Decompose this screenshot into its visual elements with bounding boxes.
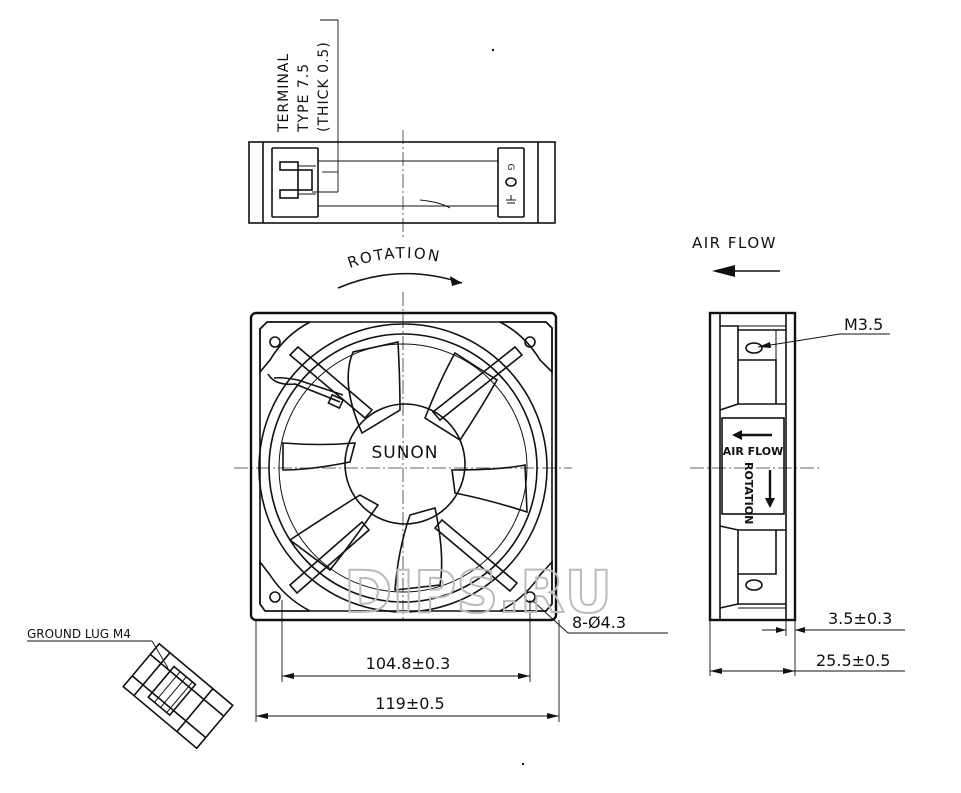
fan-blades (282, 341, 528, 591)
terminal-mark-label: G (505, 164, 515, 171)
side-label-plate: AIR FLOW ROTATION (723, 430, 784, 524)
flange-thickness-dimension: 3.5±0.3 (828, 609, 892, 628)
fan-hub (344, 403, 466, 525)
mounting-holes-dimension: 8-Ø4.3 (572, 613, 626, 632)
fan-depth-dimension: 25.5±0.5 (816, 651, 890, 670)
hole-pitch-dimension: 104.8±0.3 (366, 654, 451, 673)
rotation-label-path: ROTATION (345, 244, 441, 272)
rotation-indicator: ROTATION (337, 244, 463, 289)
side-mounting-hole (745, 342, 763, 354)
frame-struts (288, 345, 524, 595)
side-dimensions: 3.5±0.3 25.5±0.5 (709, 609, 905, 676)
ground-lug-label: GROUND LUG M4 (27, 627, 131, 641)
top-view: G (248, 19, 556, 240)
side-label-air-flow: AIR FLOW (723, 445, 784, 458)
side-label-rotation: ROTATION (742, 462, 755, 524)
mounting-hole (269, 336, 281, 348)
front-dimensions: 104.8±0.3 119±0.5 8-Ø4.3 (255, 600, 668, 722)
ground-lug: GROUND LUG M4 (27, 627, 234, 750)
watermark: DIPS.RU (344, 558, 612, 626)
screw-size-label: M3.5 (844, 315, 883, 334)
terminal-label-line1: TERMINAL (276, 53, 292, 133)
rotation-label: ROTATION (345, 244, 443, 272)
brand-label: SUNON (371, 443, 438, 463)
mounting-hole (524, 336, 536, 348)
air-flow-indicator: AIR FLOW (692, 234, 780, 277)
side-mounting-hole (745, 579, 763, 591)
frame-size-dimension: 119±0.5 (375, 694, 444, 713)
front-view: SUNON (234, 292, 572, 622)
mounting-hole (269, 591, 281, 603)
terminal-label: TERMINAL TYPE 7.5 (THICK 0.5) (276, 41, 332, 133)
air-flow-label: AIR FLOW (692, 234, 777, 252)
side-view: AIR FLOW ROTATION M3.5 (690, 311, 890, 622)
terminal-label-line3: (THICK 0.5) (316, 41, 332, 132)
terminal-label-line2: TYPE 7.5 (296, 63, 312, 133)
